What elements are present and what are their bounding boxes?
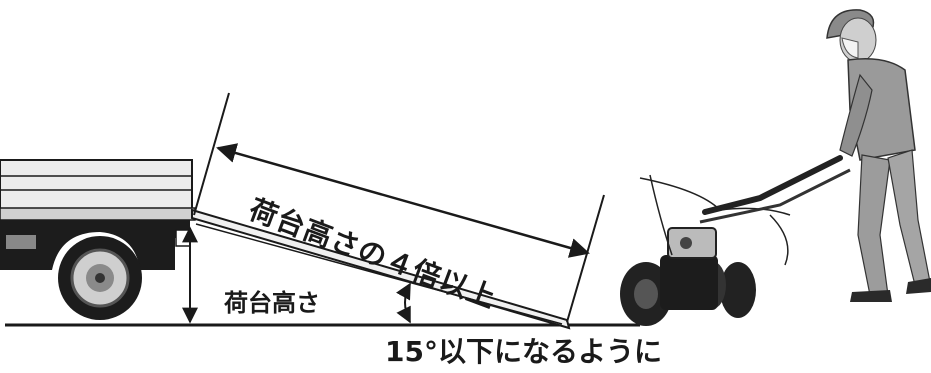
angle-arc [396,282,411,324]
walk-behind-tiller-machine [620,155,851,326]
bed-height-label: 荷台高さ [224,289,320,317]
angle-limit-label: 15°以下になるように [385,335,662,368]
worker-person [826,9,931,302]
ramp-length-arrow [216,143,590,258]
ramp-extension-top [193,92,230,216]
ramp-extension-bottom [566,194,605,323]
truck-illustration [0,159,196,320]
